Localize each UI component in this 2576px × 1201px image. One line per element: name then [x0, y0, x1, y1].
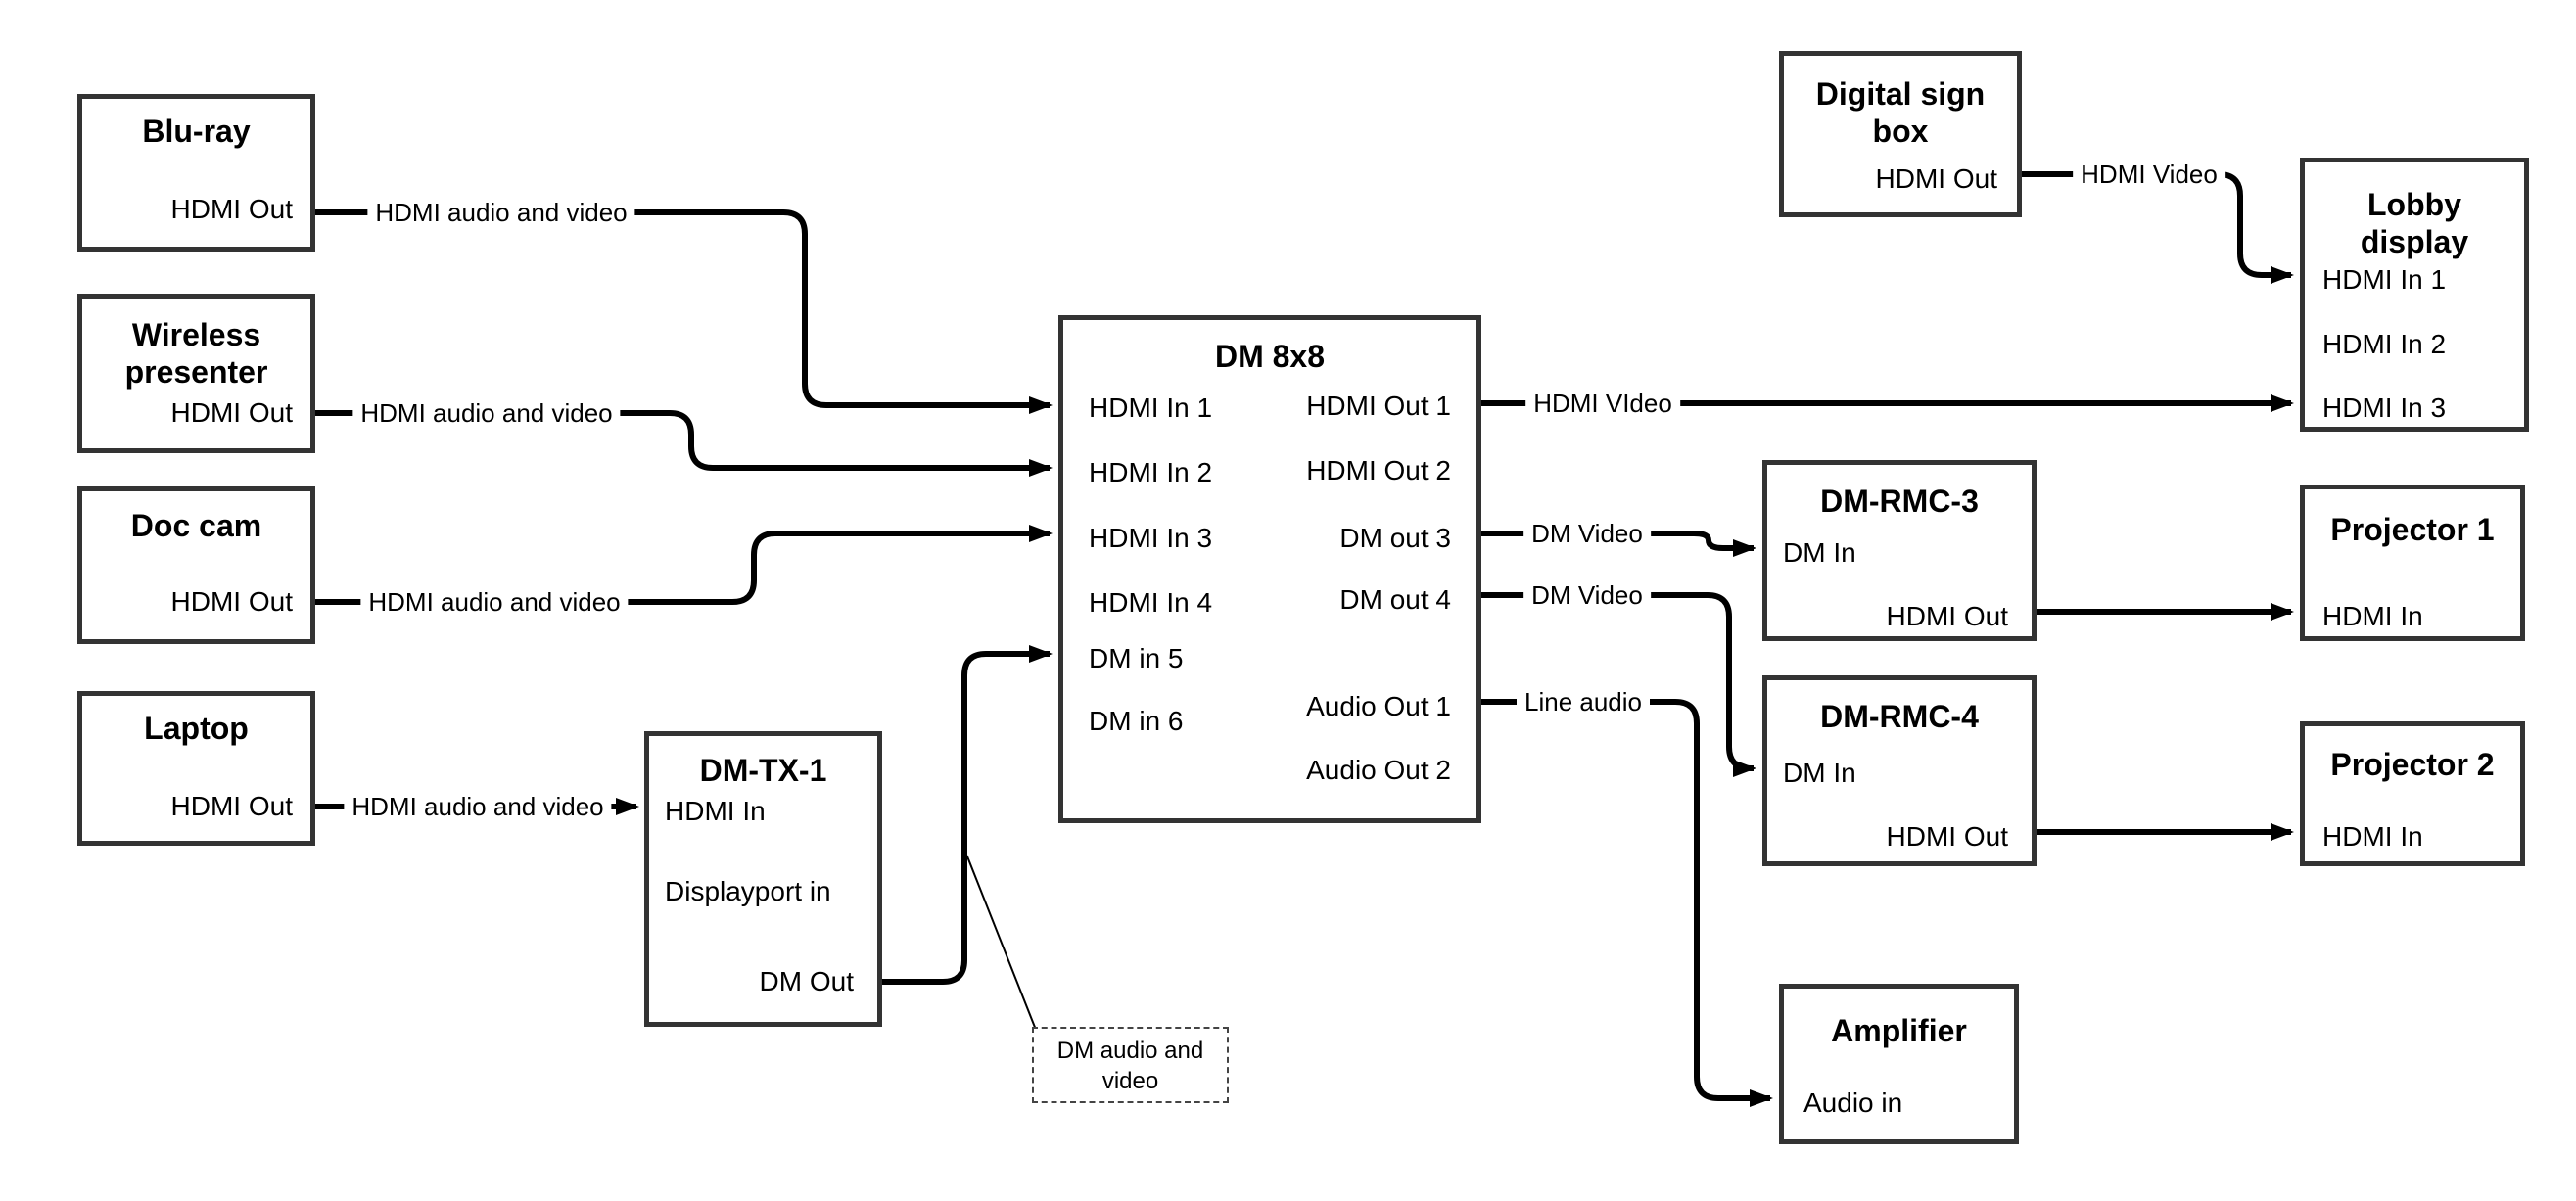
wire-dm8x8-out3-to-rmc3 [1481, 531, 1756, 557]
edge-label-laptop-hdmi-av: HDMI audio and video [344, 791, 612, 822]
port-dm8x8-audio-out-1: Audio Out 1 [1306, 691, 1451, 721]
wire-dm8x8-audio1-to-amplifier [1481, 699, 1773, 1107]
port-amplifier-audio-in: Audio in [1803, 1087, 1903, 1118]
node-doccam-title: Doc cam [130, 508, 262, 543]
node-wireless-title-line1: Wireless [131, 317, 261, 352]
node-proj2-title: Projector 2 [2330, 747, 2495, 782]
node-amplifier-title: Amplifier [1831, 1013, 1967, 1048]
wire-dm8x8-out4-to-rmc4 [1481, 592, 1756, 777]
node-doc-cam: Doc cam HDMI Out [77, 486, 315, 644]
node-lobby-title-line2: display [2360, 224, 2469, 259]
port-rmc3-hdmi-out: HDMI Out [1886, 601, 2008, 631]
node-dm-rmc-4: DM-RMC-4 DM In HDMI Out [1762, 675, 2037, 866]
note-line2: video [1101, 1068, 1159, 1094]
port-dm8x8-dm-in-5: DM in 5 [1089, 643, 1184, 673]
node-rmc4-title: DM-RMC-4 [1820, 699, 1979, 734]
note-dm-audio-and-video: DM audio and video [1032, 1027, 1229, 1103]
note-line1: DM audio and [1056, 1038, 1204, 1064]
port-dm8x8-hdmi-out-2: HDMI Out 2 [1306, 455, 1451, 485]
edge-label-doccam-hdmi-av: HDMI audio and video [360, 586, 629, 618]
wire-dmtx1-to-dm8x8-in5 [882, 645, 1053, 985]
port-laptop-hdmi-out: HDMI Out [170, 791, 293, 821]
port-dmtx1-displayport-in: Displayport in [665, 876, 831, 906]
node-wireless-presenter: Wireless presenter HDMI Out [77, 294, 315, 453]
port-dm8x8-audio-out-2: Audio Out 2 [1306, 755, 1451, 785]
port-digitalsign-hdmi-out: HDMI Out [1875, 163, 1997, 194]
node-dmtx1-title: DM-TX-1 [699, 753, 827, 788]
node-dm-tx-1: DM-TX-1 HDMI In Displayport in DM Out [644, 731, 882, 1027]
wire-bluray-to-dm8x8-in1 [315, 209, 1053, 414]
node-digital-sign-box: Digital sign box HDMI Out [1779, 51, 2022, 217]
port-lobby-hdmi-in-3: HDMI In 3 [2322, 393, 2447, 423]
node-amplifier: Amplifier Audio in [1779, 984, 2019, 1144]
node-projector-2: Projector 2 HDMI In [2300, 721, 2525, 866]
port-dm8x8-hdmi-out-1: HDMI Out 1 [1306, 391, 1451, 421]
node-dm8x8-title: DM 8x8 [1214, 339, 1326, 374]
port-proj2-hdmi-in: HDMI In [2322, 821, 2423, 852]
port-dmtx1-dm-out: DM Out [759, 966, 854, 996]
note-callout-line [966, 855, 1037, 1031]
node-laptop-title: Laptop [144, 711, 249, 746]
node-bluray: Blu-ray HDMI Out [77, 94, 315, 252]
port-rmc4-dm-in: DM In [1783, 758, 1856, 788]
node-digitalsign-title-line1: Digital sign [1815, 76, 1986, 112]
edge-label-hdmi-video-out1: HDMI VIdeo [1525, 388, 1680, 419]
edge-label-wireless-hdmi-av: HDMI audio and video [352, 397, 621, 429]
wire-digitalsign-to-lobby-in1 [2022, 171, 2294, 284]
wire-wireless-to-dm8x8-in2 [315, 410, 1053, 477]
node-digitalsign-title-line2: box [1872, 114, 1929, 149]
edge-label-dm-video-out3: DM Video [1523, 518, 1651, 549]
port-wireless-hdmi-out: HDMI Out [170, 397, 293, 428]
node-wireless-title-line2: presenter [124, 354, 268, 390]
port-proj1-hdmi-in: HDMI In [2322, 601, 2423, 631]
port-bluray-hdmi-out: HDMI Out [170, 194, 293, 224]
edge-label-digitalsign-hdmi-video: HDMI Video [2073, 159, 2225, 190]
port-rmc3-dm-in: DM In [1783, 537, 1856, 568]
node-laptop: Laptop HDMI Out [77, 691, 315, 846]
node-dm-8x8: DM 8x8 HDMI In 1 HDMI In 2 HDMI In 3 HDM… [1058, 315, 1481, 823]
port-dm8x8-hdmi-in-2: HDMI In 2 [1089, 457, 1213, 487]
node-lobby-title-line1: Lobby [2367, 187, 2461, 222]
port-lobby-hdmi-in-1: HDMI In 1 [2322, 264, 2447, 295]
port-rmc4-hdmi-out: HDMI Out [1886, 821, 2008, 852]
port-dmtx1-hdmi-in: HDMI In [665, 796, 766, 826]
port-dm8x8-dm-out-4: DM out 4 [1339, 584, 1451, 615]
node-rmc3-title: DM-RMC-3 [1820, 484, 1979, 519]
edge-label-bluray-hdmi-av: HDMI audio and video [367, 197, 635, 228]
port-dm8x8-hdmi-in-1: HDMI In 1 [1089, 393, 1213, 423]
port-dm8x8-dm-out-3: DM out 3 [1339, 523, 1451, 553]
port-lobby-hdmi-in-2: HDMI In 2 [2322, 329, 2447, 359]
node-dm-rmc-3: DM-RMC-3 DM In HDMI Out [1762, 460, 2037, 641]
wire-doccam-to-dm8x8-in3 [315, 525, 1053, 605]
port-doccam-hdmi-out: HDMI Out [170, 586, 293, 617]
port-dm8x8-hdmi-in-4: HDMI In 4 [1089, 587, 1213, 618]
edge-label-line-audio: Line audio [1517, 686, 1650, 717]
node-bluray-title: Blu-ray [142, 114, 251, 149]
port-dm8x8-dm-in-6: DM in 6 [1089, 706, 1184, 736]
edge-label-dm-video-out4: DM Video [1523, 579, 1651, 611]
node-lobby-display: Lobby display HDMI In 1 HDMI In 2 HDMI I… [2300, 158, 2529, 432]
node-projector-1: Projector 1 HDMI In [2300, 485, 2525, 641]
port-dm8x8-hdmi-in-3: HDMI In 3 [1089, 523, 1213, 553]
node-proj1-title: Projector 1 [2330, 512, 2495, 547]
